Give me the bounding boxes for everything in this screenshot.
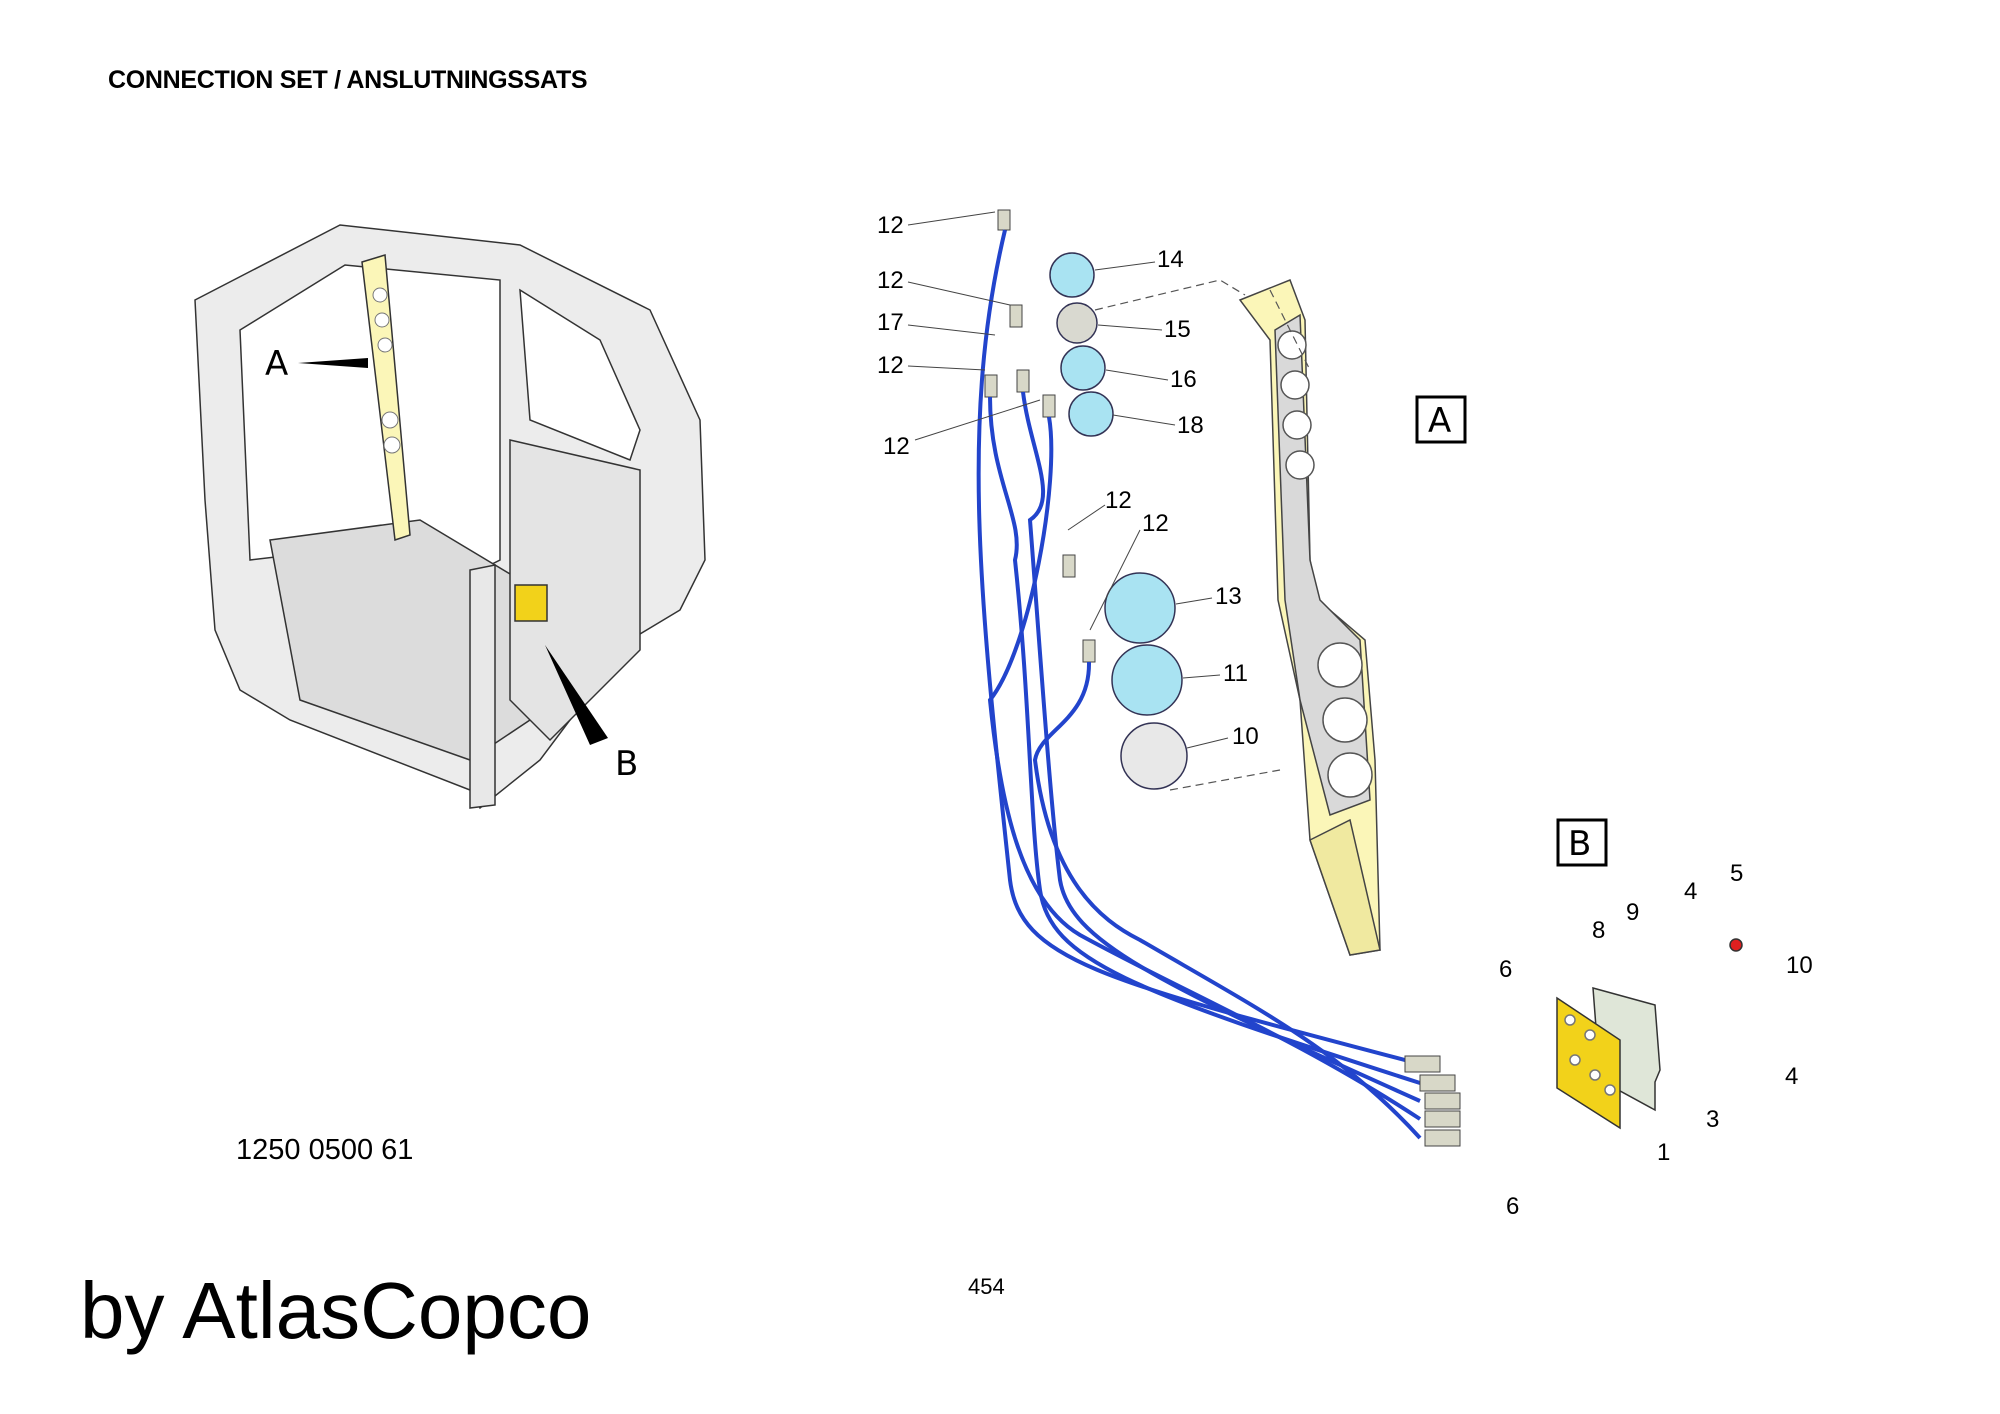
callout-12: 12 [877, 267, 904, 294]
lamp-16 [1060, 345, 1106, 391]
detail-a-box [1415, 395, 1467, 444]
detail-b-box [1556, 818, 1608, 867]
callout-12: 12 [1105, 487, 1132, 514]
callout-3: 3 [1706, 1106, 1719, 1133]
connection-plate-assembly [1556, 938, 1743, 1130]
callout-10: 10 [1232, 723, 1259, 750]
panel-a-illustration [1238, 279, 1381, 956]
callout-1: 1 [1657, 1139, 1670, 1166]
detail-a-label: A [1428, 401, 1451, 441]
callout-8: 8 [1592, 917, 1605, 944]
callout-10: 10 [1786, 952, 1813, 979]
detail-b-label: B [1568, 824, 1591, 864]
plate-b-highlight [514, 584, 548, 622]
callout-12: 12 [1142, 510, 1169, 537]
callouts-b: 6 8 9 4 5 10 4 3 1 6 [1499, 860, 1813, 1220]
callout-4: 4 [1785, 1063, 1798, 1090]
callout-12: 12 [877, 352, 904, 379]
pointer-a [298, 358, 368, 368]
callout-11: 11 [1223, 660, 1248, 687]
hydraulic-hoses [976, 229, 1422, 1140]
callout-12: 12 [877, 212, 904, 239]
hose-end-fittings [1404, 1055, 1461, 1147]
callout-4: 4 [1684, 878, 1697, 905]
lens-15 [1056, 302, 1098, 344]
overview-label-b: B [615, 744, 638, 784]
callouts-a: 12 14 12 17 15 12 16 12 18 12 12 13 11 1… [877, 212, 1259, 750]
brand-watermark: by AtlasCopco [80, 1266, 592, 1355]
callout-5: 5 [1730, 860, 1743, 887]
callout-6: 6 [1499, 956, 1512, 983]
part-number: 1250 0500 61 [236, 1134, 414, 1166]
cab-overview-illustration [194, 224, 706, 810]
pointer-b [545, 645, 608, 745]
overview-label-a: A [265, 344, 288, 384]
callout-13: 13 [1215, 583, 1242, 610]
callout-17: 17 [877, 309, 904, 336]
page-number: 454 [968, 1274, 1005, 1299]
lamp-14 [1049, 252, 1095, 298]
lens-10 [1120, 722, 1188, 790]
leader-lines [907, 211, 1229, 749]
plate-1 [1556, 996, 1621, 1130]
assembly-lines [1094, 279, 1311, 791]
callout-12: 12 [883, 433, 910, 460]
lamp-11 [1111, 644, 1183, 716]
cap-5 [1729, 938, 1743, 952]
callout-9: 9 [1626, 899, 1639, 926]
callout-15: 15 [1164, 316, 1191, 343]
page-title: CONNECTION SET / ANSLUTNINGSSATS [108, 66, 588, 94]
lamp-18 [1068, 391, 1114, 437]
lamp-13 [1104, 572, 1176, 644]
callout-6: 6 [1506, 1193, 1519, 1220]
callout-18: 18 [1177, 412, 1204, 439]
callout-14: 14 [1157, 246, 1184, 273]
lamp-components [1049, 252, 1188, 790]
fittings [984, 209, 1096, 663]
callout-16: 16 [1170, 366, 1197, 393]
